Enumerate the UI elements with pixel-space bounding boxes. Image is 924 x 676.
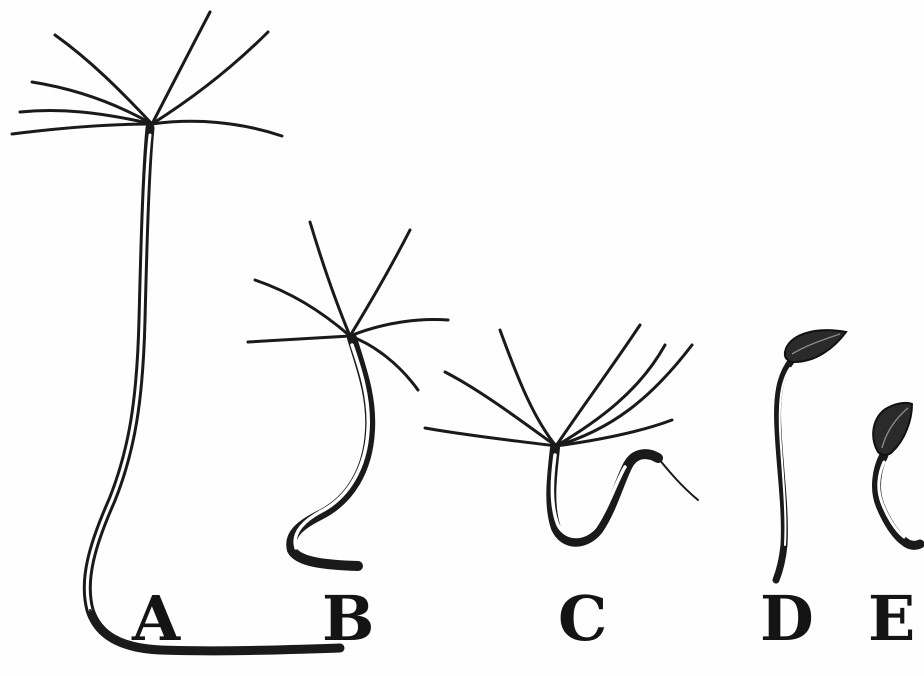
label-c: C bbox=[558, 582, 607, 655]
seed-e-shape bbox=[873, 403, 912, 455]
label-b: B bbox=[322, 582, 374, 655]
seedling-c bbox=[425, 325, 698, 542]
seedling-d bbox=[776, 330, 846, 580]
seedling-e bbox=[873, 403, 920, 545]
seedling-b-cotyledons bbox=[248, 222, 448, 390]
seedling-c-cotyledons bbox=[425, 325, 692, 446]
stage-labels: A B C D E bbox=[131, 582, 915, 655]
label-d: D bbox=[760, 582, 814, 655]
seedling-b bbox=[248, 222, 448, 566]
label-e: E bbox=[868, 582, 915, 655]
seedling-a-cotyledons bbox=[12, 12, 282, 136]
label-a: A bbox=[131, 582, 181, 655]
